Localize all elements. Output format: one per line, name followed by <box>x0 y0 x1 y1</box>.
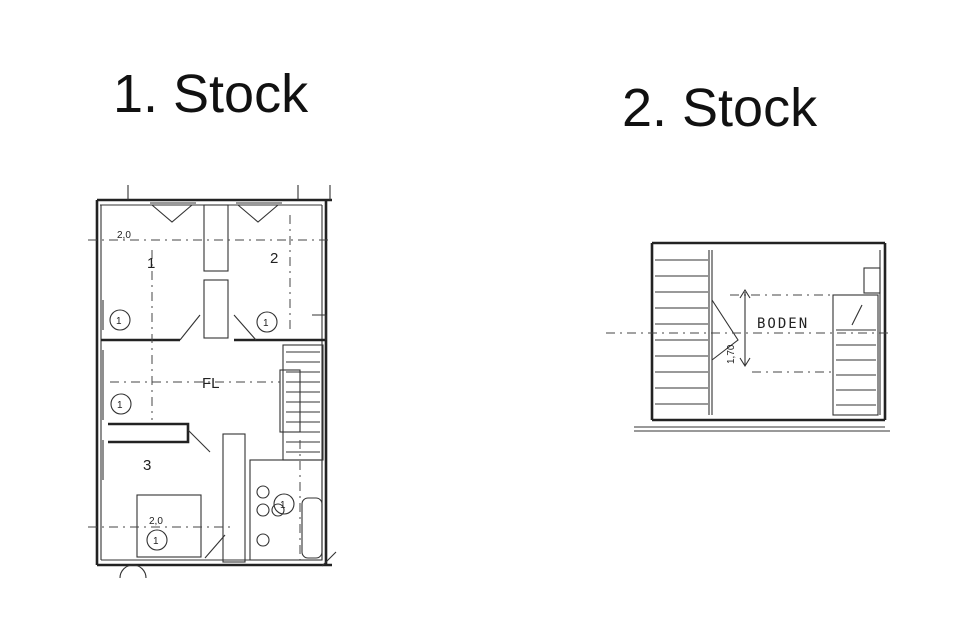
room-1-label: 1 <box>147 255 155 272</box>
svg-text:1: 1 <box>116 316 122 327</box>
floor-1-plan: 1 2 3 FL 2,0 2,0 1 1 1 1 1 <box>88 185 337 579</box>
roof-hatching <box>655 259 708 405</box>
room-3-label: 3 <box>143 457 151 474</box>
title-floor-2: 2. Stock <box>622 78 818 138</box>
svg-text:1: 1 <box>280 500 286 511</box>
svg-text:1: 1 <box>117 400 123 411</box>
room-2-label: 2 <box>270 250 278 267</box>
dimension-bottom: 2,0 <box>149 516 163 527</box>
dimension-height: 1,70 <box>726 344 737 364</box>
title-floor-1: 1. Stock <box>113 64 309 124</box>
svg-text:1: 1 <box>153 536 159 547</box>
room-boden-label: BODEN <box>757 316 809 332</box>
circle-mark-room-1: 1 <box>109 309 131 331</box>
hall-label: FL <box>202 375 220 392</box>
circle-mark-room-3: 1 <box>146 529 168 551</box>
circle-mark-room-2: 1 <box>256 311 278 333</box>
circle-mark-hall: 1 <box>110 393 132 415</box>
svg-text:1: 1 <box>263 318 269 329</box>
floor-2-plan: BODEN 1,70 <box>606 241 890 432</box>
circle-mark-bath: 1 <box>273 493 295 515</box>
dimension-top: 2,0 <box>117 230 131 241</box>
